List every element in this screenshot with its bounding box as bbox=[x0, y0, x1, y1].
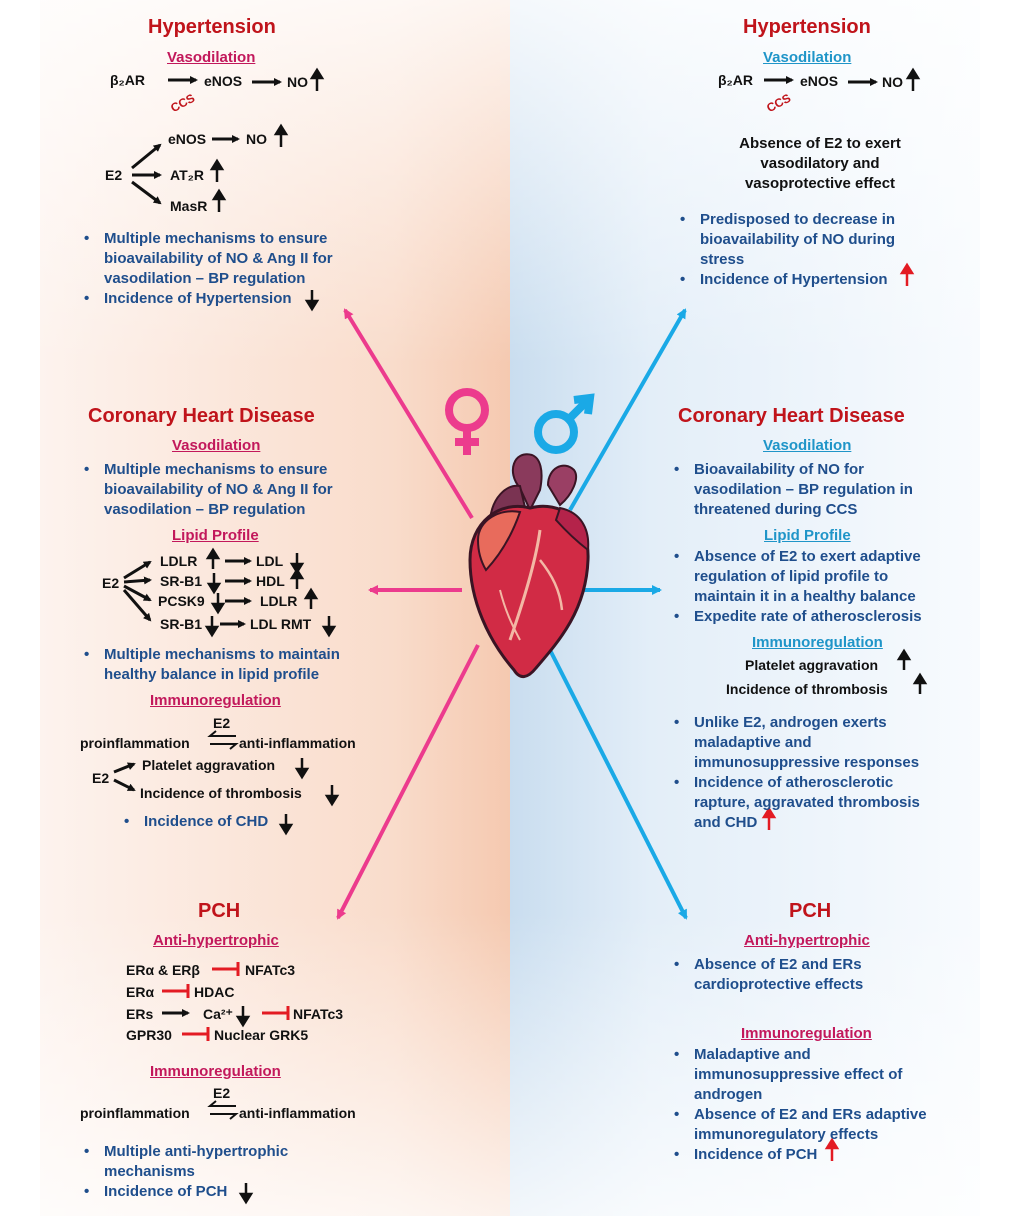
female-pch-immuno-heading: Immunoregulation bbox=[150, 1063, 281, 1080]
male-pch-immuno-heading: Immunoregulation bbox=[741, 1025, 872, 1042]
female-pch-bullet-2: •Incidence of PCH bbox=[84, 1183, 228, 1200]
female-pch-proinflammation: proinflammation bbox=[80, 1105, 190, 1121]
pch-nuclear-grk5: Nuclear GRK5 bbox=[214, 1027, 309, 1043]
female-symbol-icon bbox=[445, 388, 489, 455]
female-lipid-e2: E2 bbox=[102, 575, 120, 591]
female-chd-lipid-bullet: •Multiple mechanisms to maintain healthy… bbox=[84, 646, 340, 683]
lipid-srb1-2: SR-B1 bbox=[160, 616, 203, 632]
female-ht-masr: MasR bbox=[170, 198, 208, 214]
female-ht-e2: E2 bbox=[105, 167, 123, 183]
female-pch-antihypertrophic-heading: Anti-hypertrophic bbox=[153, 932, 279, 949]
female-chd-anti-inflammation: anti-inflammation bbox=[239, 735, 356, 751]
arrow-female-hypertension bbox=[343, 308, 474, 520]
pch-hdac: HDAC bbox=[194, 984, 235, 1000]
male-chd-lipid-heading: Lipid Profile bbox=[764, 527, 851, 544]
male-pch-bullet-2: •Absence of E2 and ERs adaptive immunore… bbox=[674, 1106, 927, 1143]
male-chd-thrombosis: Incidence of thrombosis bbox=[726, 681, 888, 697]
female-chd-immuno-heading: Immunoregulation bbox=[150, 692, 281, 709]
female-chd-platelet-e2: E2 bbox=[92, 770, 110, 786]
male-chd-platelet: Platelet aggravation bbox=[745, 657, 879, 673]
female-pch-equilibrium-e2: E2 bbox=[213, 1085, 231, 1101]
male-chd-title: Coronary Heart Disease bbox=[678, 405, 905, 427]
male-chd-vasodilation-heading: Vasodilation bbox=[763, 437, 852, 454]
female-chd-lipid-heading: Lipid Profile bbox=[172, 527, 259, 544]
lipid-ldlr-2: LDLR bbox=[260, 593, 298, 609]
female-ht-bullet-2: •Incidence of Hypertension bbox=[84, 290, 292, 307]
male-pch-anti-bullet: •Absence of E2 and ERs cardioprotective … bbox=[674, 956, 864, 993]
lipid-srb1: SR-B1 bbox=[160, 573, 203, 589]
male-ht-enos: eNOS bbox=[800, 73, 839, 89]
male-ht-no: NO bbox=[882, 74, 903, 90]
male-pch-bullet-1: •Maladaptive and immunosuppressive effec… bbox=[674, 1046, 903, 1103]
female-chd-platelet: Platelet aggravation bbox=[142, 757, 276, 773]
arrow-female-pch bbox=[336, 644, 480, 920]
female-pch-anti-inflammation: anti-inflammation bbox=[239, 1105, 356, 1121]
female-hypertension-title: Hypertension bbox=[148, 16, 276, 38]
male-pch-antihypertrophic-heading: Anti-hypertrophic bbox=[744, 932, 870, 949]
male-ht-statement: Absence of E2 to exert vasodilatory and … bbox=[739, 135, 901, 192]
male-ht-bullet-1: •Predisposed to decrease in bioavailabil… bbox=[680, 211, 896, 268]
male-ht-bullet-2: •Incidence of Hypertension bbox=[680, 271, 888, 288]
pch-er-alpha: ERα bbox=[126, 984, 155, 1000]
female-chd-equilibrium-e2: E2 bbox=[213, 715, 231, 731]
male-chd-lipid-bullet-1: •Absence of E2 to exert adaptive regulat… bbox=[674, 548, 921, 605]
female-chd-proinflammation: proinflammation bbox=[80, 735, 190, 751]
lipid-hdl: HDL bbox=[256, 573, 285, 589]
male-chd-vaso-bullet: •Bioavailability of NO for vasodilation … bbox=[674, 461, 913, 518]
male-chd-immuno-heading: Immunoregulation bbox=[752, 634, 883, 651]
pch-er-alpha-beta: ERα & ERβ bbox=[126, 962, 200, 978]
male-hypertension-vasodilation-heading: Vasodilation bbox=[763, 49, 852, 66]
female-chd-vaso-bullet: •Multiple mechanisms to ensure bioavaila… bbox=[84, 461, 333, 518]
female-chd-vasodilation-heading: Vasodilation bbox=[172, 437, 261, 454]
female-ht-e2-enos: eNOS bbox=[168, 131, 207, 147]
male-chd-bullet-2: •Incidence of atherosclerotic rapture, a… bbox=[674, 774, 920, 831]
female-chd-thrombosis: Incidence of thrombosis bbox=[140, 785, 302, 801]
female-ht-at2r: AT₂R bbox=[170, 167, 204, 183]
female-ht-no: NO bbox=[287, 74, 308, 90]
male-chd-bullet-1: •Unlike E2, androgen exerts maladaptive … bbox=[674, 714, 920, 771]
pch-ers: ERs bbox=[126, 1006, 154, 1022]
heart-icon bbox=[468, 453, 590, 678]
male-pch-title: PCH bbox=[789, 900, 832, 922]
female-hypertension-vasodilation-heading: Vasodilation bbox=[167, 49, 256, 66]
male-chd-lipid-bullet-2: •Expedite rate of atherosclerosis bbox=[674, 608, 922, 625]
lipid-ldl-rmt: LDL RMT bbox=[250, 616, 312, 632]
male-hypertension-title: Hypertension bbox=[743, 16, 871, 38]
male-ht-b2ar: β₂AR bbox=[718, 72, 753, 88]
female-ht-b2ar: β₂AR bbox=[110, 72, 145, 88]
female-pch-bullet-1: •Multiple anti-hypertrophic mechanisms bbox=[84, 1143, 289, 1180]
female-chd-title: Coronary Heart Disease bbox=[88, 405, 315, 427]
female-pch-title: PCH bbox=[198, 900, 241, 922]
pch-nfatc3-1: NFATc3 bbox=[245, 962, 296, 978]
pch-nfatc3-2: NFATc3 bbox=[293, 1006, 344, 1022]
pch-ca2: Ca²⁺ bbox=[203, 1006, 233, 1022]
male-symbol-icon bbox=[534, 393, 595, 454]
lipid-ldl: LDL bbox=[256, 553, 284, 569]
male-pch-bullet-3: •Incidence of PCH bbox=[674, 1146, 818, 1163]
arrow-male-pch bbox=[548, 649, 688, 920]
female-ht-enos: eNOS bbox=[204, 73, 243, 89]
female-ht-e2-no: NO bbox=[246, 131, 267, 147]
arrow-male-hypertension bbox=[568, 308, 687, 511]
female-ht-bullet-1: •Multiple mechanisms to ensure bioavaila… bbox=[84, 230, 333, 287]
lipid-ldlr: LDLR bbox=[160, 553, 198, 569]
lipid-pcsk9: PCSK9 bbox=[158, 593, 205, 609]
pch-gpr30: GPR30 bbox=[126, 1027, 172, 1043]
female-chd-bullet: •Incidence of CHD bbox=[124, 813, 269, 830]
